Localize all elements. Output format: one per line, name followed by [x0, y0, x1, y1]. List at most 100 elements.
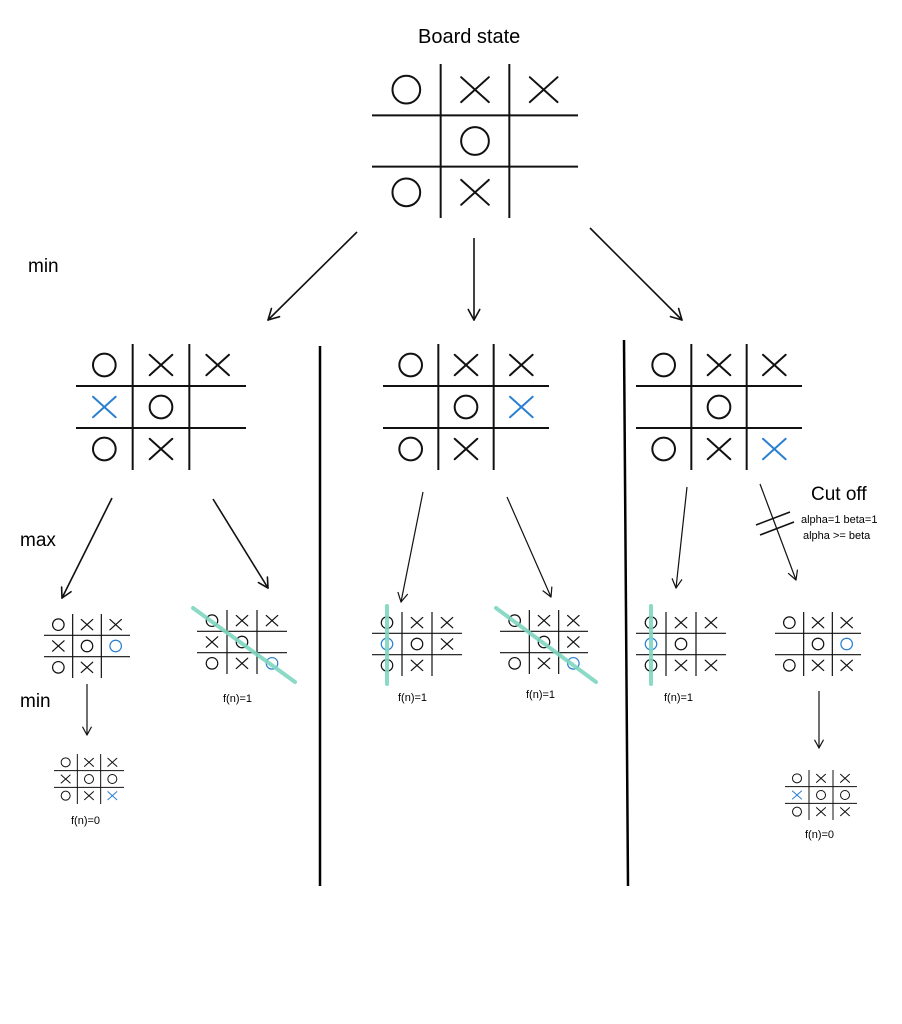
x-mark — [235, 657, 249, 670]
x-mark — [440, 616, 454, 629]
x-stroke — [80, 661, 94, 674]
o-mark — [51, 618, 65, 632]
tree-arrow — [814, 691, 824, 749]
level-label-max: max — [20, 530, 56, 551]
x-stroke — [453, 353, 479, 377]
o-mark — [398, 436, 424, 462]
x-mark — [80, 661, 94, 674]
x-stroke — [674, 616, 688, 629]
x-mark — [811, 659, 825, 672]
score-label: f(n)=1 — [664, 692, 694, 704]
o-mark — [109, 639, 123, 653]
min-level-board — [76, 344, 246, 470]
x-stroke — [453, 437, 479, 461]
win-line-highlight — [494, 606, 598, 684]
x-stroke — [460, 178, 490, 206]
arrow-head — [677, 307, 683, 321]
arrow-head — [267, 307, 273, 321]
arrow-shaft — [267, 231, 358, 321]
x-stroke — [840, 773, 850, 783]
x-mark — [410, 659, 424, 672]
x-mark — [460, 178, 490, 206]
o-mark — [811, 637, 825, 651]
level-label-min-1: min — [28, 256, 59, 277]
o-mark — [235, 635, 249, 649]
o-mark — [60, 757, 71, 768]
x-stroke — [265, 614, 279, 627]
x-mark — [235, 614, 249, 627]
root-board — [372, 64, 578, 218]
x-stroke — [566, 636, 580, 648]
x-stroke — [91, 395, 117, 419]
x-stroke — [704, 616, 718, 629]
x-mark — [704, 659, 718, 672]
x-mark — [80, 618, 94, 631]
arrow-head — [814, 739, 820, 749]
x-stroke — [811, 616, 825, 629]
max-level-board — [372, 604, 462, 686]
x-mark — [109, 618, 123, 631]
x-stroke — [107, 791, 118, 801]
branch-divider — [622, 339, 630, 887]
arrow-head — [61, 590, 72, 599]
x-stroke — [816, 773, 826, 783]
leaf-board — [54, 754, 124, 804]
x-stroke — [816, 807, 826, 817]
o-mark — [398, 352, 424, 378]
x-mark — [537, 657, 551, 670]
x-mark — [84, 757, 94, 767]
x-mark — [528, 76, 559, 104]
max-level-board — [636, 604, 726, 686]
arrow-head — [267, 315, 281, 321]
x-stroke — [761, 353, 787, 377]
leaf-board — [785, 770, 857, 820]
x-stroke — [84, 791, 94, 801]
x-mark — [84, 791, 94, 801]
x-stroke — [107, 757, 118, 767]
arrow-head — [669, 315, 683, 321]
tree-arrow — [267, 231, 358, 321]
tree-arrow — [467, 238, 481, 321]
x-mark — [761, 437, 787, 461]
score-label: f(n)=1 — [223, 693, 253, 705]
x-mark — [761, 353, 787, 377]
arrow-head — [795, 569, 799, 581]
alpha-beta-condition: alpha >= beta — [803, 530, 871, 542]
x-stroke — [840, 659, 854, 672]
x-mark — [706, 353, 732, 377]
x-mark — [410, 616, 424, 629]
x-stroke — [704, 659, 718, 672]
x-mark — [508, 395, 534, 419]
cutoff-label: Cut off — [811, 484, 867, 505]
x-mark — [91, 395, 117, 419]
arrow-head — [818, 739, 824, 749]
max-level-board — [191, 606, 297, 684]
o-mark — [792, 773, 802, 784]
o-mark — [205, 656, 219, 670]
arrow-head — [550, 586, 553, 598]
x-mark — [566, 636, 580, 648]
x-stroke — [148, 437, 174, 461]
arrow-shaft — [759, 483, 797, 581]
x-stroke — [840, 616, 854, 629]
o-mark — [782, 658, 796, 672]
x-mark — [840, 616, 854, 629]
score-label: f(n)=1 — [398, 692, 428, 704]
x-stroke — [80, 618, 94, 631]
x-stroke — [460, 76, 490, 104]
x-mark — [205, 636, 219, 648]
o-mark — [460, 126, 490, 156]
min-level-board — [636, 344, 802, 470]
x-stroke — [235, 614, 249, 627]
x-stroke — [508, 395, 534, 419]
tree-arrow — [589, 227, 683, 321]
x-mark — [792, 790, 802, 800]
x-mark — [508, 353, 534, 377]
min-level-board — [383, 344, 549, 470]
score-label: f(n)=0 — [805, 829, 835, 841]
x-mark — [107, 757, 118, 767]
x-stroke — [410, 616, 424, 629]
arrow-head — [257, 581, 269, 589]
max-level-board — [494, 606, 598, 684]
arrow-head — [542, 590, 552, 598]
